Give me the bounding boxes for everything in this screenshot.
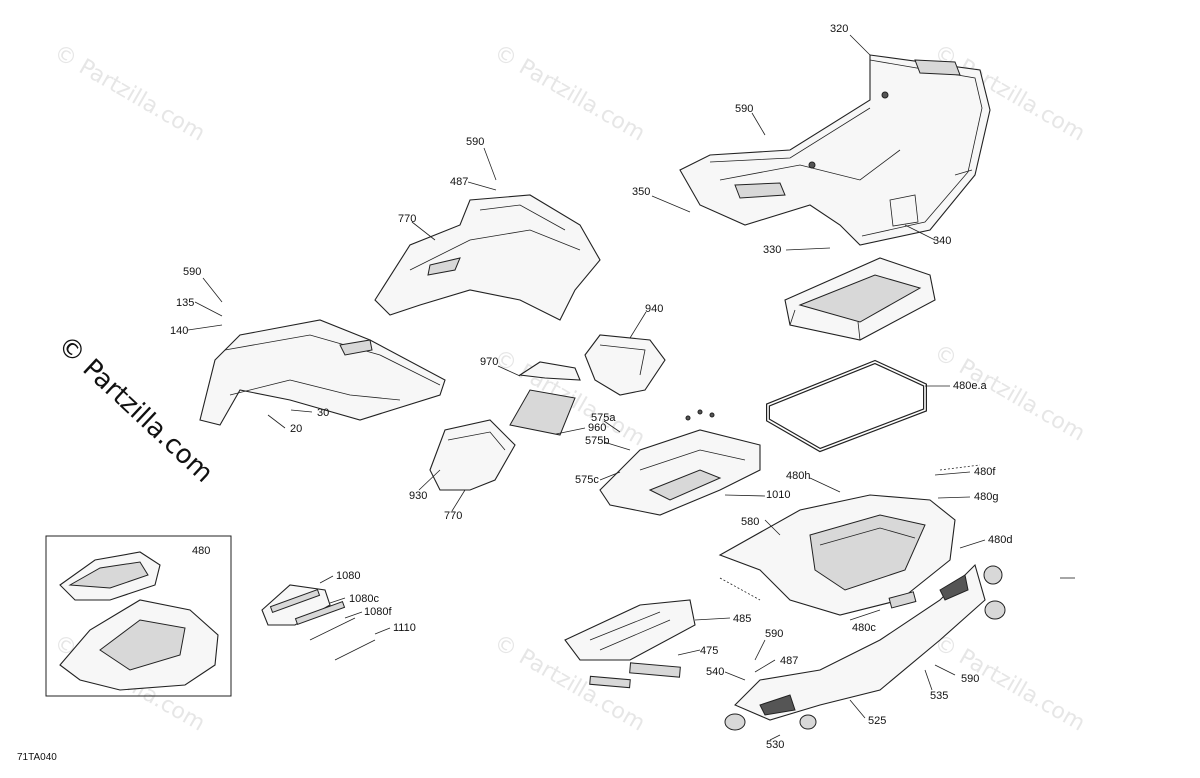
storage-bin-cover (784, 257, 936, 341)
label-590: 590 (466, 136, 485, 148)
front-body-panel (374, 194, 601, 321)
label-930: 930 (409, 490, 428, 502)
label-590: 590 (735, 103, 754, 115)
tool-kit (261, 584, 376, 661)
front-rail-525 (724, 563, 1006, 731)
gasket (766, 359, 927, 453)
rear-rack (679, 54, 991, 246)
left-side-panel (199, 319, 446, 426)
part-960 (509, 389, 576, 436)
label-590: 590 (183, 266, 202, 278)
label-590: 590 (765, 628, 784, 640)
label-140: 140 (170, 325, 189, 337)
label-320: 320 (830, 23, 849, 35)
pad-475 (629, 662, 681, 678)
part-485 (564, 599, 696, 661)
label-1080c: 1080c (349, 593, 379, 605)
label-575b: 575b (585, 435, 610, 447)
label-480e-a: 480e.a (953, 380, 987, 392)
label-487: 487 (450, 176, 469, 188)
label-480g: 480g (974, 491, 999, 503)
label-575c: 575c (575, 474, 599, 486)
label-480c: 480c (852, 622, 876, 634)
label-480d: 480d (988, 534, 1013, 546)
part-940 (584, 334, 666, 396)
part-930 (429, 419, 516, 491)
label-487: 487 (780, 655, 799, 667)
part-970 (518, 361, 581, 381)
label-770: 770 (398, 213, 417, 225)
label-485: 485 (733, 613, 752, 625)
label-480: 480 (192, 545, 211, 557)
label-960: 960 (588, 422, 607, 434)
label-30: 30 (317, 407, 330, 419)
label-590: 590 (961, 673, 980, 685)
leader-lines (187, 34, 1075, 741)
label-350: 350 (632, 186, 651, 198)
label-540: 540 (706, 666, 725, 678)
label-940: 940 (645, 303, 664, 315)
label-970: 970 (480, 356, 499, 368)
label-1010: 1010 (766, 489, 791, 501)
label-525: 525 (868, 715, 887, 727)
label-480f: 480f (974, 466, 996, 478)
label-20: 20 (290, 423, 303, 435)
label-770: 770 (444, 510, 463, 522)
label-575a: 575a (591, 412, 616, 424)
label-340: 340 (933, 235, 952, 247)
label-475: 475 (700, 645, 719, 657)
label-1080: 1080 (336, 570, 361, 582)
part-480c (888, 591, 917, 609)
label-530: 530 (766, 739, 785, 751)
label-580: 580 (741, 516, 760, 528)
main-storage-frame (718, 494, 956, 616)
part-1010-tray (599, 409, 761, 516)
label-480h: 480h (786, 470, 811, 482)
label-135: 135 (176, 297, 195, 309)
label-535: 535 (930, 690, 949, 702)
pad (589, 675, 631, 689)
label-330: 330 (763, 244, 782, 256)
diagram-reference-code: 71TA040 (17, 752, 57, 763)
inset-box (45, 535, 232, 697)
label-1110: 1110 (393, 622, 416, 634)
label-1080f: 1080f (364, 606, 392, 618)
